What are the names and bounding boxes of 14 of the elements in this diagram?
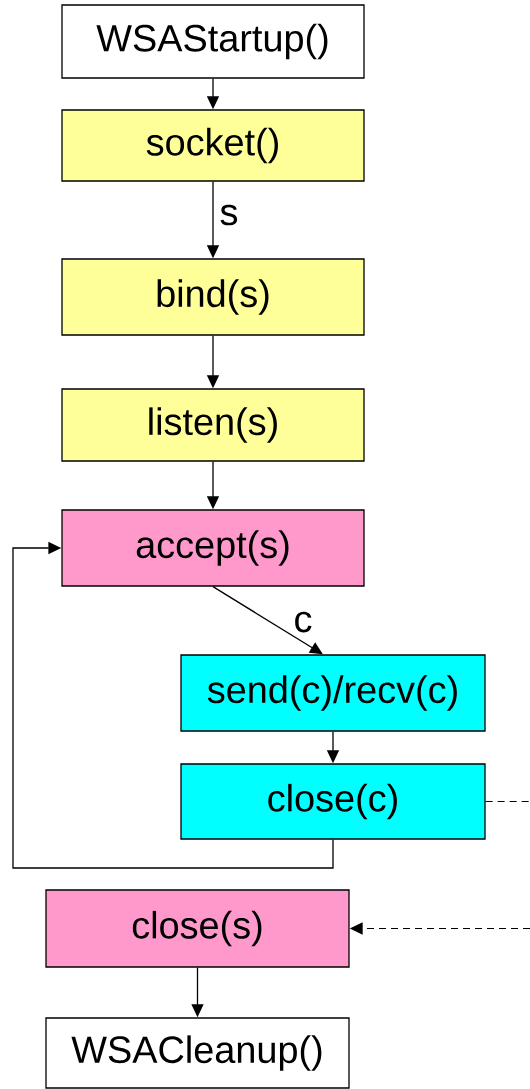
process-box: listen(s) — [61, 388, 365, 462]
arrow — [12, 541, 334, 869]
process-box: close(c) — [180, 763, 486, 840]
arrow — [212, 586, 323, 655]
process-box: accept(s) — [61, 509, 365, 587]
process-box: close(s) — [45, 889, 350, 968]
process-box: send(c)/recv(c) — [180, 654, 486, 732]
process-box: WSAStartup() — [61, 4, 365, 79]
process-box: bind(s) — [61, 258, 365, 336]
process-box: WSACleanup() — [45, 1017, 350, 1089]
edge-label: s — [218, 203, 240, 227]
connector-line — [485, 800, 530, 803]
process-box: socket() — [61, 109, 365, 182]
edge-label: c — [292, 610, 314, 634]
